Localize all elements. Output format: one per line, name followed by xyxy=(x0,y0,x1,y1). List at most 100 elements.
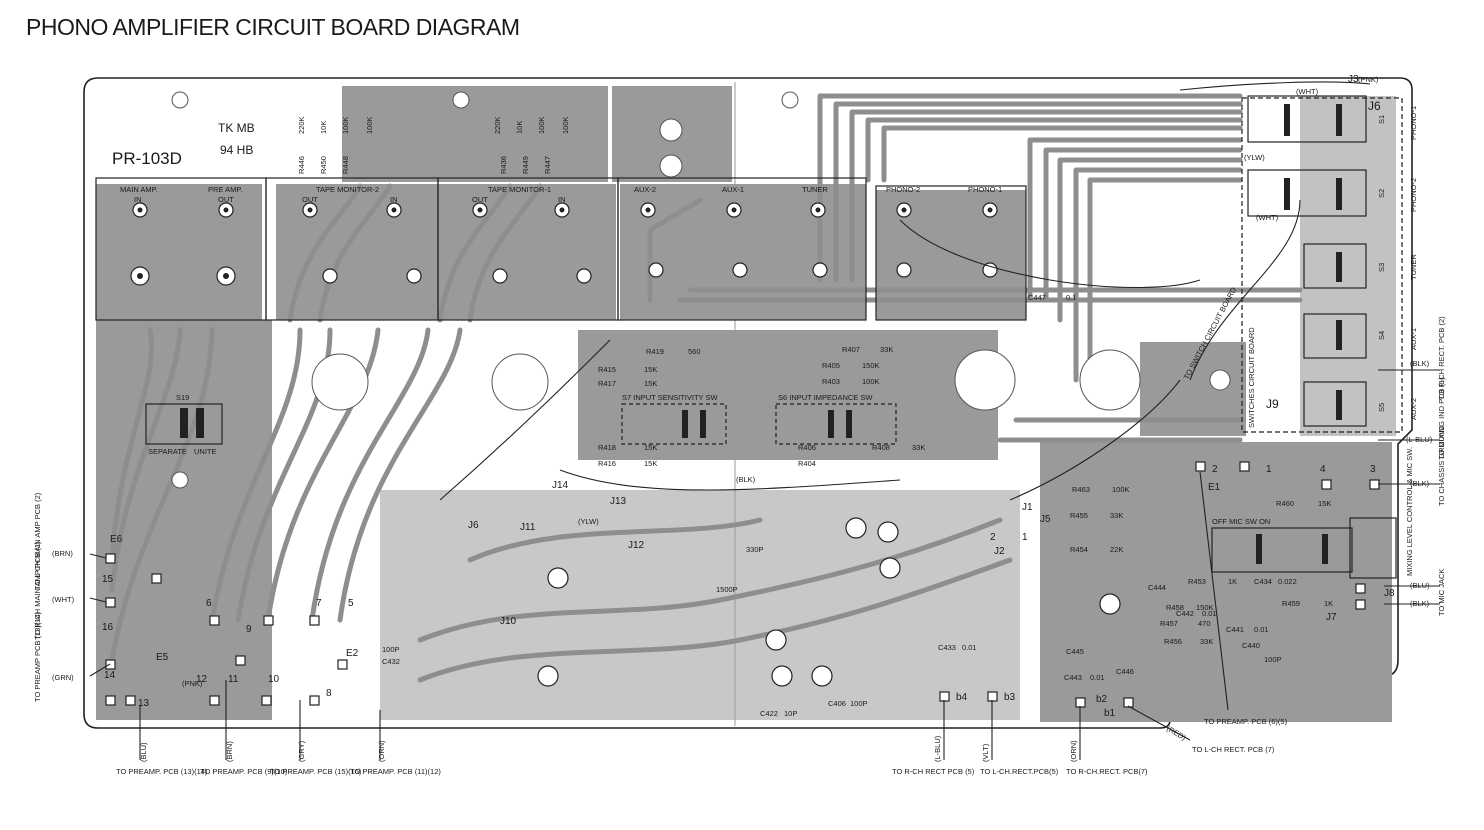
section-aux-1: AUX-1 xyxy=(722,185,744,194)
svg-text:1K: 1K xyxy=(1324,599,1333,608)
svg-text:33K: 33K xyxy=(1200,637,1213,646)
svg-text:E6: E6 xyxy=(110,534,123,545)
svg-text:R416: R416 xyxy=(598,459,616,468)
svg-text:R454: R454 xyxy=(1070,545,1088,554)
svg-text:100P: 100P xyxy=(382,645,400,654)
jack-in-label: IN xyxy=(558,195,566,204)
svg-text:100K: 100K xyxy=(1112,485,1130,494)
svg-text:15K: 15K xyxy=(644,443,657,452)
svg-text:100K: 100K xyxy=(365,116,374,134)
svg-text:C406: C406 xyxy=(828,699,846,708)
svg-text:220K: 220K xyxy=(493,116,502,134)
svg-text:TO R-CH.RECT. PCB(7): TO R-CH.RECT. PCB(7) xyxy=(1066,767,1148,776)
jack-out-label: OUT xyxy=(218,195,234,204)
mounting-holes xyxy=(171,91,1231,489)
section-tape-monitor-1: TAPE MONITOR-1 xyxy=(488,185,551,194)
svg-text:J2: J2 xyxy=(994,546,1005,557)
svg-text:R436: R436 xyxy=(499,156,508,174)
svg-text:(BRN): (BRN) xyxy=(52,549,73,558)
svg-text:(WHT): (WHT) xyxy=(1296,87,1319,96)
svg-text:R408: R408 xyxy=(872,443,890,452)
svg-text:b1: b1 xyxy=(1104,708,1116,719)
svg-text:4: 4 xyxy=(1320,464,1326,475)
svg-text:J13: J13 xyxy=(610,496,627,507)
resistor-labels: R419 560 R415 15K R417 15K R418 15K R416… xyxy=(598,345,1333,646)
svg-text:0.01: 0.01 xyxy=(1090,673,1105,682)
jack-out-label: OUT xyxy=(472,195,488,204)
svg-text:S3: S3 xyxy=(1377,263,1386,272)
svg-text:22K: 22K xyxy=(1110,545,1123,554)
svg-text:12: 12 xyxy=(196,674,208,685)
svg-text:R418: R418 xyxy=(598,443,616,452)
svg-text:(GRY): (GRY) xyxy=(297,740,306,762)
svg-text:3: 3 xyxy=(1370,464,1376,475)
svg-text:1: 1 xyxy=(1022,532,1028,543)
svg-text:C442: C442 xyxy=(1176,609,1194,618)
svg-text:J9: J9 xyxy=(1266,397,1279,411)
svg-text:AUX-1: AUX-1 xyxy=(1409,328,1418,350)
svg-text:(PNK): (PNK) xyxy=(182,679,203,688)
side-switch-labels: J6 S1 PHONO-1 S2 PHONO-2 S3 TUNER S4 AUX… xyxy=(1266,99,1418,420)
svg-text:10: 10 xyxy=(268,674,280,685)
svg-text:E1: E1 xyxy=(1208,482,1221,493)
svg-text:E5: E5 xyxy=(156,652,169,663)
svg-text:TO PREAMP. PCB (9)(10): TO PREAMP. PCB (9)(10) xyxy=(200,767,288,776)
svg-text:470: 470 xyxy=(1198,619,1211,628)
svg-text:R459: R459 xyxy=(1282,599,1300,608)
side-switch-banks xyxy=(1241,95,1403,433)
svg-text:15: 15 xyxy=(102,574,114,585)
svg-text:(GRN): (GRN) xyxy=(52,673,74,682)
svg-text:J10: J10 xyxy=(500,616,517,627)
svg-text:R415: R415 xyxy=(598,365,616,374)
svg-text:9: 9 xyxy=(246,624,252,635)
svg-text:TO PREAMP. PCB (11)(12): TO PREAMP. PCB (11)(12) xyxy=(350,767,441,776)
svg-text:(YLW): (YLW) xyxy=(578,517,599,526)
wire-color-labels: (BRN) (WHT) (GRN) (BLU) (PNK) (BRN) (GRY… xyxy=(52,75,1433,762)
svg-text:TUNER: TUNER xyxy=(1409,254,1418,280)
svg-text:R450: R450 xyxy=(319,156,328,174)
jack-out-label: OUT xyxy=(302,195,318,204)
svg-text:(WHT): (WHT) xyxy=(52,595,75,604)
svg-text:15K: 15K xyxy=(644,365,657,374)
svg-text:J8: J8 xyxy=(1384,588,1395,599)
svg-text:13: 13 xyxy=(138,698,150,709)
svg-text:E2: E2 xyxy=(346,648,359,659)
svg-text:8: 8 xyxy=(326,688,332,699)
svg-text:J11: J11 xyxy=(520,522,536,533)
svg-text:1500P: 1500P xyxy=(716,585,738,594)
svg-text:2: 2 xyxy=(990,532,996,543)
capacitor-labels: C447 0.1 C434 0.022 C445 C446 C444 C440 … xyxy=(382,293,1297,718)
svg-text:R405: R405 xyxy=(822,361,840,370)
jack-in-label: IN xyxy=(390,195,398,204)
svg-text:(BLK): (BLK) xyxy=(736,475,756,484)
svg-text:33K: 33K xyxy=(880,345,893,354)
svg-text:(YLW): (YLW) xyxy=(1244,153,1265,162)
jack-pads xyxy=(130,202,998,286)
page-title: PHONO AMPLIFIER CIRCUIT BOARD DIAGRAM xyxy=(26,14,520,40)
svg-text:J3: J3 xyxy=(1348,74,1359,85)
svg-text:0.01: 0.01 xyxy=(1254,625,1269,634)
svg-text:R449: R449 xyxy=(521,156,530,174)
svg-text:C444: C444 xyxy=(1148,583,1166,592)
svg-text:PHONO-2: PHONO-2 xyxy=(1409,178,1418,212)
svg-text:R419: R419 xyxy=(646,347,664,356)
svg-text:(BLK): (BLK) xyxy=(1410,359,1430,368)
svg-text:R447: R447 xyxy=(543,156,552,174)
section-tape-monitor-2: TAPE MONITOR-2 xyxy=(316,185,379,194)
svg-text:S4: S4 xyxy=(1377,331,1386,340)
svg-text:(BLK): (BLK) xyxy=(1410,479,1430,488)
svg-text:J12: J12 xyxy=(628,540,645,551)
svg-text:(L-BLU): (L-BLU) xyxy=(1406,435,1433,444)
svg-text:330P: 330P xyxy=(746,545,764,554)
svg-text:150K: 150K xyxy=(1196,603,1214,612)
svg-text:S5: S5 xyxy=(1377,403,1386,412)
svg-text:TO L-CH RECT. PCB (7): TO L-CH RECT. PCB (7) xyxy=(1192,745,1275,754)
note-to-rch-main-amp: TO R-CH MAIN AMP PCB (1) xyxy=(33,541,42,640)
svg-text:C434: C434 xyxy=(1254,577,1272,586)
svg-text:0.01: 0.01 xyxy=(962,643,977,652)
svg-text:R460: R460 xyxy=(1276,499,1294,508)
svg-text:1K: 1K xyxy=(1228,577,1237,586)
svg-text:R448: R448 xyxy=(341,156,350,174)
note-to-mixing-ind: TO MIXING IND PCB (1) xyxy=(1437,377,1446,460)
